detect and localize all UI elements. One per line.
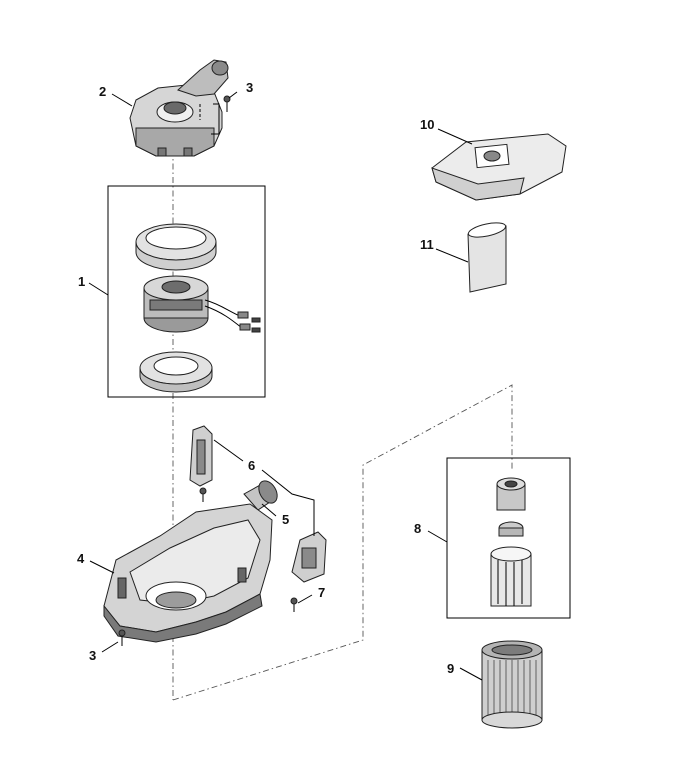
assembly-centerlines [172,150,513,701]
label-11: 11 [420,237,434,252]
leader-lines [88,91,483,681]
filter-bag-part [431,133,567,201]
screw-mid [199,487,207,502]
screw-bottom [118,629,126,646]
label-5: 5 [282,512,289,527]
filter-assembly-box [446,457,571,619]
label-8: 8 [414,521,421,536]
motor-assembly-box [107,185,266,398]
label-4: 4 [77,551,85,566]
cartridge-filter-assembly-part [490,477,532,607]
label-3-bottom: 3 [89,648,96,663]
label-3-top: 3 [246,80,253,95]
label-9: 9 [447,661,454,676]
label-2: 2 [99,84,106,99]
upper-cover-part [129,59,229,157]
hose-connector-part [243,480,278,511]
part-labels: 1 2 3 3 4 5 6 7 8 9 10 11 [77,80,454,676]
base-housing-part [103,503,273,643]
screw-seven [290,597,298,612]
label-6: 6 [248,458,255,473]
latch-clip-part [189,425,327,583]
label-1: 1 [78,274,85,289]
motor-assembly-part [135,223,261,393]
label-10: 10 [420,117,434,132]
sleeve-filter-part [467,222,507,293]
label-7: 7 [318,585,325,600]
screw-top [199,95,231,135]
pleated-filter-part [481,640,543,729]
